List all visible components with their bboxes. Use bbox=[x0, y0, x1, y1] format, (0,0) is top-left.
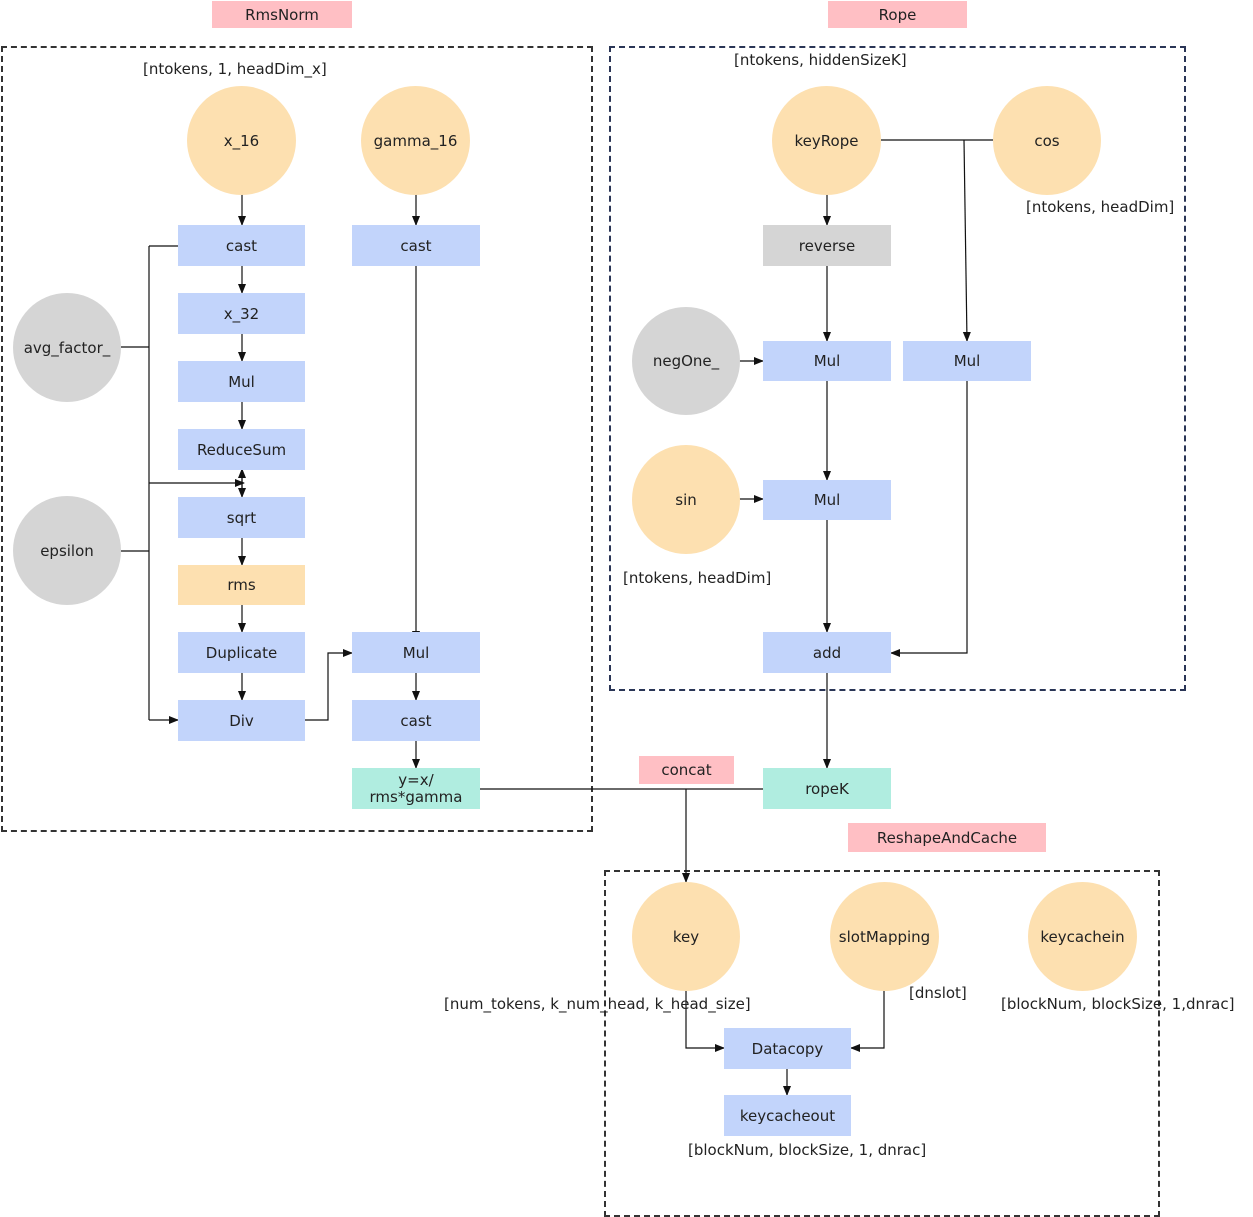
keycacheout-shape-note: [blockNum, blockSize, 1, dnrac] bbox=[688, 1141, 927, 1159]
duplicate-node: Duplicate bbox=[178, 632, 305, 673]
x32-node: x_32 bbox=[178, 293, 305, 334]
rope-group bbox=[609, 46, 1186, 691]
keycachein-shape-note: [blockNum, blockSize, 1,dnrac] bbox=[1001, 995, 1235, 1013]
ropek-node: ropeK bbox=[763, 768, 891, 809]
slotmapping-shape-note: [dnslot] bbox=[909, 984, 967, 1002]
rms-node: rms bbox=[178, 565, 305, 605]
mul-node-cos: Mul bbox=[903, 341, 1031, 381]
section-label-concat: concat bbox=[639, 756, 734, 784]
reducesum-node: ReduceSum bbox=[178, 429, 305, 470]
mul-node-negone: Mul bbox=[763, 341, 891, 381]
cos-node: cos bbox=[993, 86, 1101, 195]
rmsnorm-shape-note: [ntokens, 1, headDim_x] bbox=[143, 60, 327, 78]
negone-node: negOne_ bbox=[632, 307, 740, 415]
section-label-rmsnorm: RmsNorm bbox=[212, 1, 352, 28]
key-shape-note: [num_tokens, k_num_head, k_head_size] bbox=[444, 995, 751, 1013]
keycacheout-node: keycacheout bbox=[724, 1095, 851, 1136]
section-label-reshapeandcache: ReshapeAndCache bbox=[848, 823, 1046, 852]
x16-node: x_16 bbox=[187, 86, 296, 195]
mul-node-gamma: Mul bbox=[352, 632, 480, 673]
reverse-node: reverse bbox=[763, 225, 891, 266]
mul-node-rms: Mul bbox=[178, 361, 305, 402]
keycachein-node: keycachein bbox=[1028, 882, 1137, 991]
mul-node-sin: Mul bbox=[763, 480, 891, 520]
sqrt-node: sqrt bbox=[178, 497, 305, 538]
reshapeandcache-group bbox=[604, 870, 1160, 1217]
rmsnorm-group bbox=[1, 46, 593, 832]
key-node: key bbox=[632, 882, 740, 991]
cast-node-left: cast bbox=[178, 225, 305, 266]
cast-node-right: cast bbox=[352, 225, 480, 266]
sin-node: sin bbox=[632, 445, 740, 554]
section-label-rope: Rope bbox=[828, 1, 967, 28]
cos-shape-note: [ntokens, headDim] bbox=[1026, 198, 1175, 216]
rope-shape-note: [ntokens, hiddenSizeK] bbox=[734, 51, 907, 69]
keyrope-node: keyRope bbox=[772, 86, 881, 195]
epsilon-node: epsilon bbox=[13, 496, 121, 605]
add-node: add bbox=[763, 632, 891, 673]
cast-node-out: cast bbox=[352, 700, 480, 741]
div-node: Div bbox=[178, 700, 305, 741]
rmsnorm-output-node: y=x/ rms*gamma bbox=[352, 768, 480, 809]
datacopy-node: Datacopy bbox=[724, 1028, 851, 1069]
avg-factor-node: avg_factor_ bbox=[13, 293, 121, 402]
gamma16-node: gamma_16 bbox=[361, 86, 470, 195]
slotmapping-node: slotMapping bbox=[830, 882, 939, 991]
sin-shape-note: [ntokens, headDim] bbox=[623, 569, 772, 587]
